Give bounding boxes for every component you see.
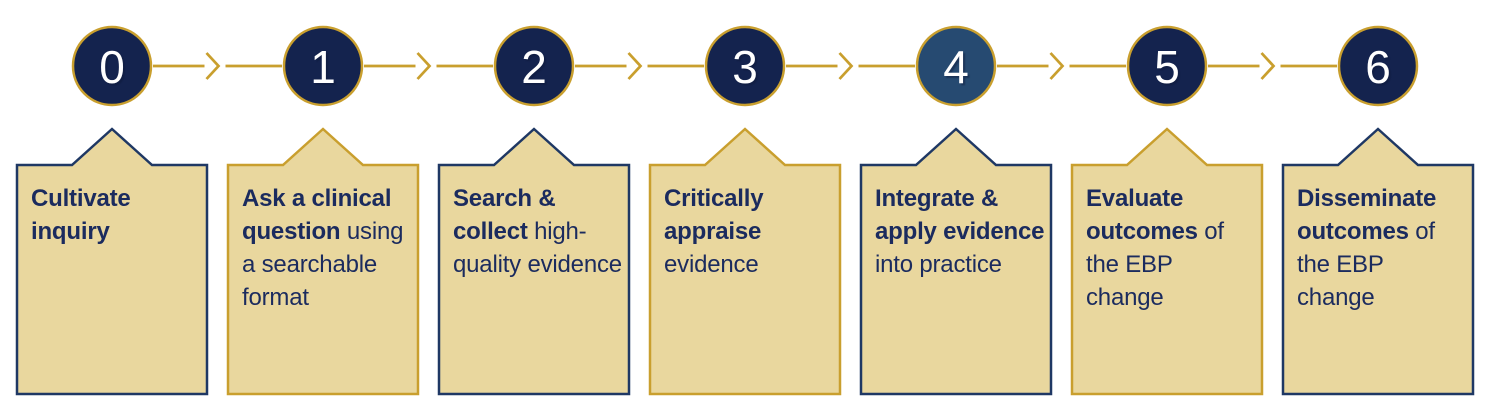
step-number: 6 bbox=[1365, 41, 1391, 93]
step-card-6: Disseminate outcomes of the EBP change bbox=[1281, 126, 1475, 396]
step-node-3: 3 bbox=[704, 25, 786, 107]
step-card-rest: of the EBP change bbox=[1086, 218, 1224, 311]
arrow-connector-2-3 bbox=[575, 52, 704, 80]
step-number: 1 bbox=[310, 41, 336, 93]
step-card-2: Search & collect high-quality evidence bbox=[437, 126, 631, 396]
step-card-outline bbox=[437, 127, 631, 396]
step-card-text: Integrate & apply evidence into practice bbox=[875, 182, 1045, 281]
step-circle bbox=[1126, 25, 1208, 107]
step-card-shape bbox=[226, 127, 420, 396]
step-card-4: Integrate & apply evidence into practice bbox=[859, 126, 1053, 396]
step-card-text: Evaluate outcomes of the EBP change bbox=[1086, 182, 1256, 314]
step-card-lead: Search & collect bbox=[453, 185, 556, 245]
step-card-text: Disseminate outcomes of the EBP change bbox=[1297, 182, 1467, 314]
step-node-4: 4 bbox=[915, 25, 997, 107]
step-card-outline bbox=[1281, 127, 1475, 396]
step-node-2: 2 bbox=[493, 25, 575, 107]
step-card-0: Cultivate inquiry bbox=[15, 126, 209, 396]
chevron-right-icon bbox=[205, 52, 221, 80]
step-card-1: Ask a clinical question using a searchab… bbox=[226, 126, 420, 396]
step-card-rest: high-quality evidence bbox=[453, 218, 622, 278]
chevron-right-icon bbox=[416, 52, 432, 80]
step-card-rest: into practice bbox=[875, 251, 1002, 278]
step-card-text: Search & collect high-quality evidence bbox=[453, 182, 623, 281]
step-card-lead: Disseminate outcomes bbox=[1297, 185, 1437, 245]
step-card-shape bbox=[437, 127, 631, 396]
step-number: 0 bbox=[99, 41, 125, 93]
step-number: 3 bbox=[732, 41, 758, 93]
step-card-shape bbox=[648, 127, 842, 396]
arrow-connector-5-6 bbox=[1208, 52, 1337, 80]
step-card-text: Critically appraise evidence bbox=[664, 182, 834, 281]
step-card-rest: using a searchable format bbox=[242, 218, 404, 311]
arrow-connector-1-2 bbox=[364, 52, 493, 80]
step-number: 2 bbox=[521, 41, 547, 93]
step-card-shape bbox=[859, 127, 1053, 396]
step-node-1: 1 bbox=[282, 25, 364, 107]
step-card-text: Cultivate inquiry bbox=[31, 182, 201, 248]
step-circle bbox=[704, 25, 786, 107]
step-node-6: 6 bbox=[1337, 25, 1419, 107]
step-card-outline bbox=[648, 127, 842, 396]
step-card-outline bbox=[15, 127, 209, 396]
step-card-rest: of the EBP change bbox=[1297, 218, 1435, 311]
step-circle bbox=[915, 25, 997, 107]
arrow-connector-3-4 bbox=[786, 52, 915, 80]
chevron-right-icon bbox=[1260, 52, 1276, 80]
step-circle bbox=[282, 25, 364, 107]
step-card-lead: Integrate & apply evidence bbox=[875, 185, 1045, 245]
step-card-shape bbox=[1281, 127, 1475, 396]
step-card-outline bbox=[226, 127, 420, 396]
chevron-right-icon bbox=[1049, 52, 1065, 80]
step-number: 4 bbox=[943, 41, 969, 93]
step-card-outline bbox=[1070, 127, 1264, 396]
step-circle bbox=[493, 25, 575, 107]
step-card-shape bbox=[1070, 127, 1264, 396]
step-node-5: 5 bbox=[1126, 25, 1208, 107]
step-card-3: Critically appraise evidence bbox=[648, 126, 842, 396]
step-card-outline bbox=[859, 127, 1053, 396]
arrow-connector-0-1 bbox=[153, 52, 282, 80]
chevron-right-icon bbox=[838, 52, 854, 80]
step-node-0: 0 bbox=[71, 25, 153, 107]
step-card-5: Evaluate outcomes of the EBP change bbox=[1070, 126, 1264, 396]
step-number: 5 bbox=[1154, 41, 1180, 93]
step-card-lead: Critically appraise bbox=[664, 185, 764, 245]
step-card-lead: Cultivate inquiry bbox=[31, 185, 131, 245]
chevron-right-icon bbox=[627, 52, 643, 80]
flow-connector-row: 0 1 2 3 4 5 6 bbox=[71, 25, 1419, 107]
step-card-lead: Ask a clinical question bbox=[242, 185, 392, 245]
step-card-lead: Evaluate outcomes bbox=[1086, 185, 1198, 245]
step-circle bbox=[1337, 25, 1419, 107]
step-card-rest: evidence bbox=[664, 251, 759, 278]
step-card-text: Ask a clinical question using a searchab… bbox=[242, 182, 412, 314]
step-circle bbox=[71, 25, 153, 107]
arrow-connector-4-5 bbox=[997, 52, 1126, 80]
step-card-shape bbox=[15, 127, 209, 396]
